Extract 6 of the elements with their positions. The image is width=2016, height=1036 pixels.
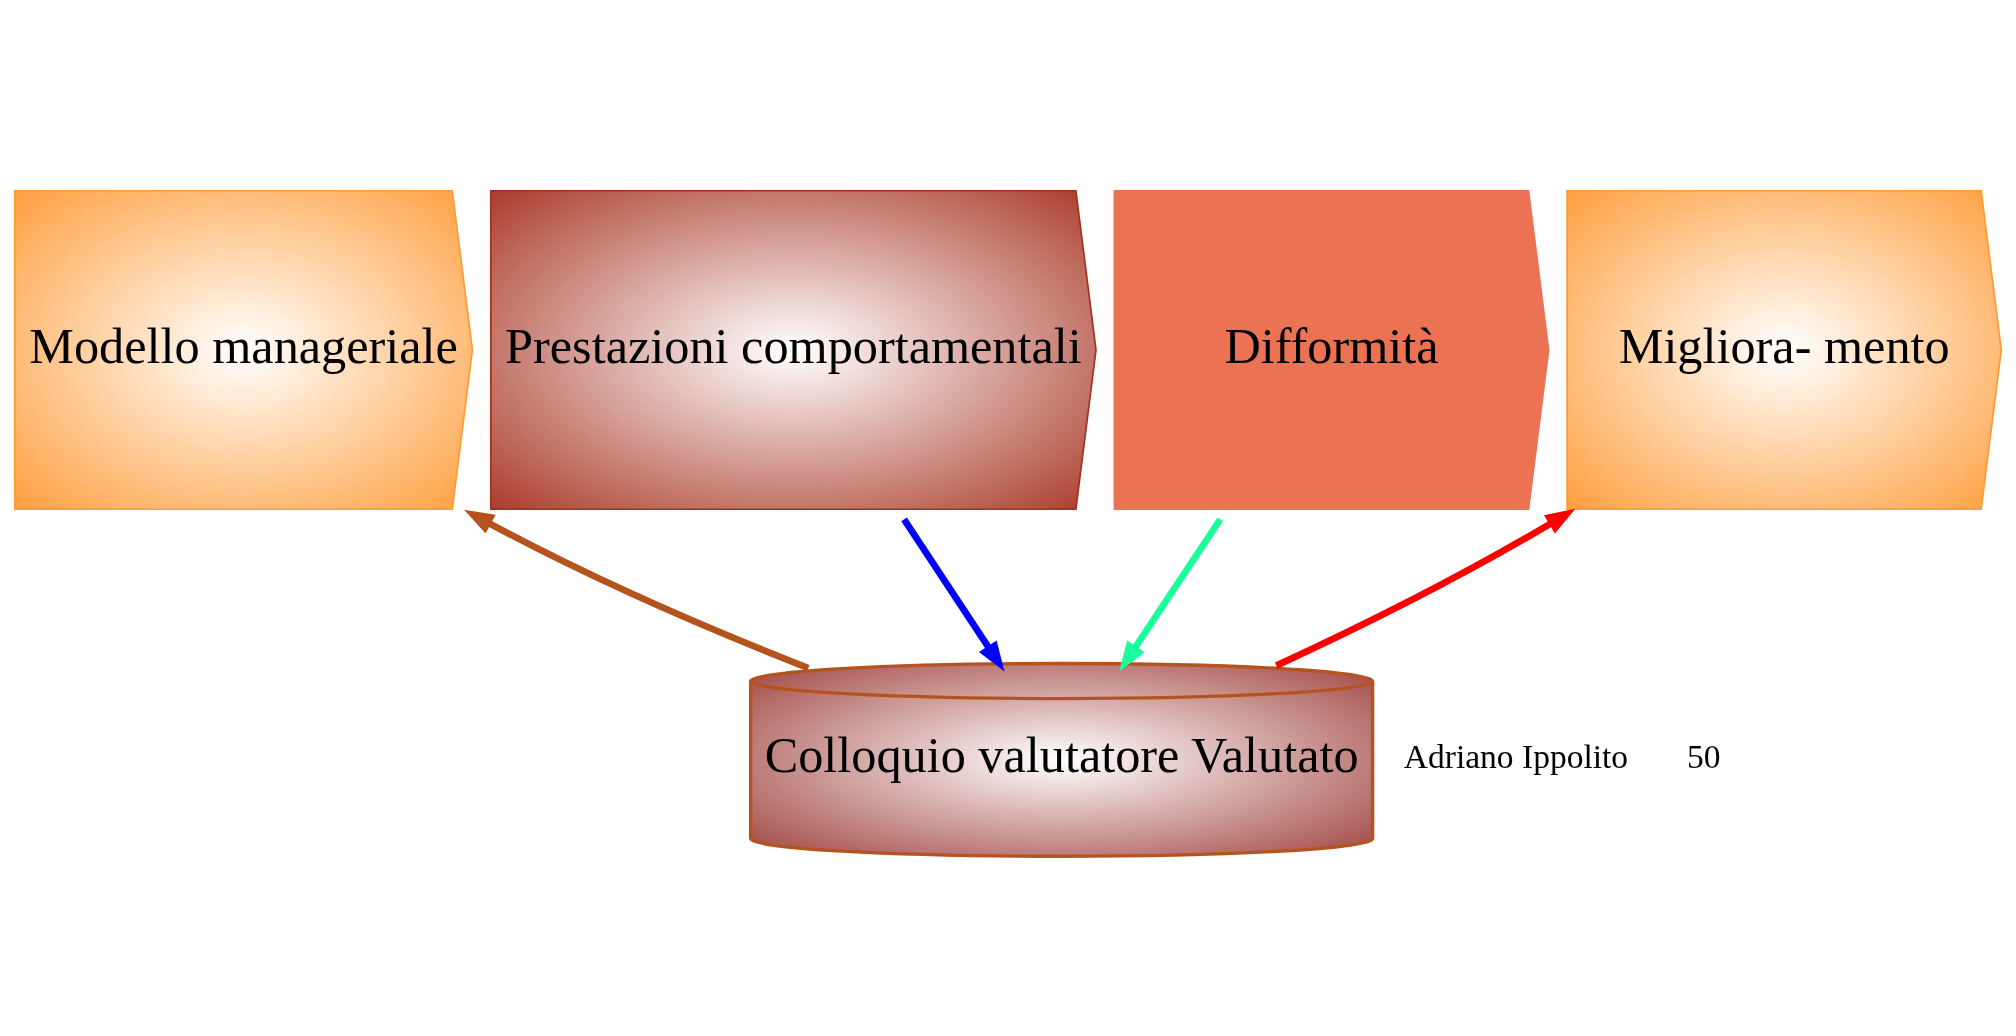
arrow [1119, 517, 1223, 671]
arrow [1274, 508, 1576, 669]
label: Adriano Ippolito [1403, 737, 1629, 775]
arrow [901, 517, 1005, 671]
arrow [464, 509, 810, 671]
label: 50 [1686, 737, 1721, 775]
